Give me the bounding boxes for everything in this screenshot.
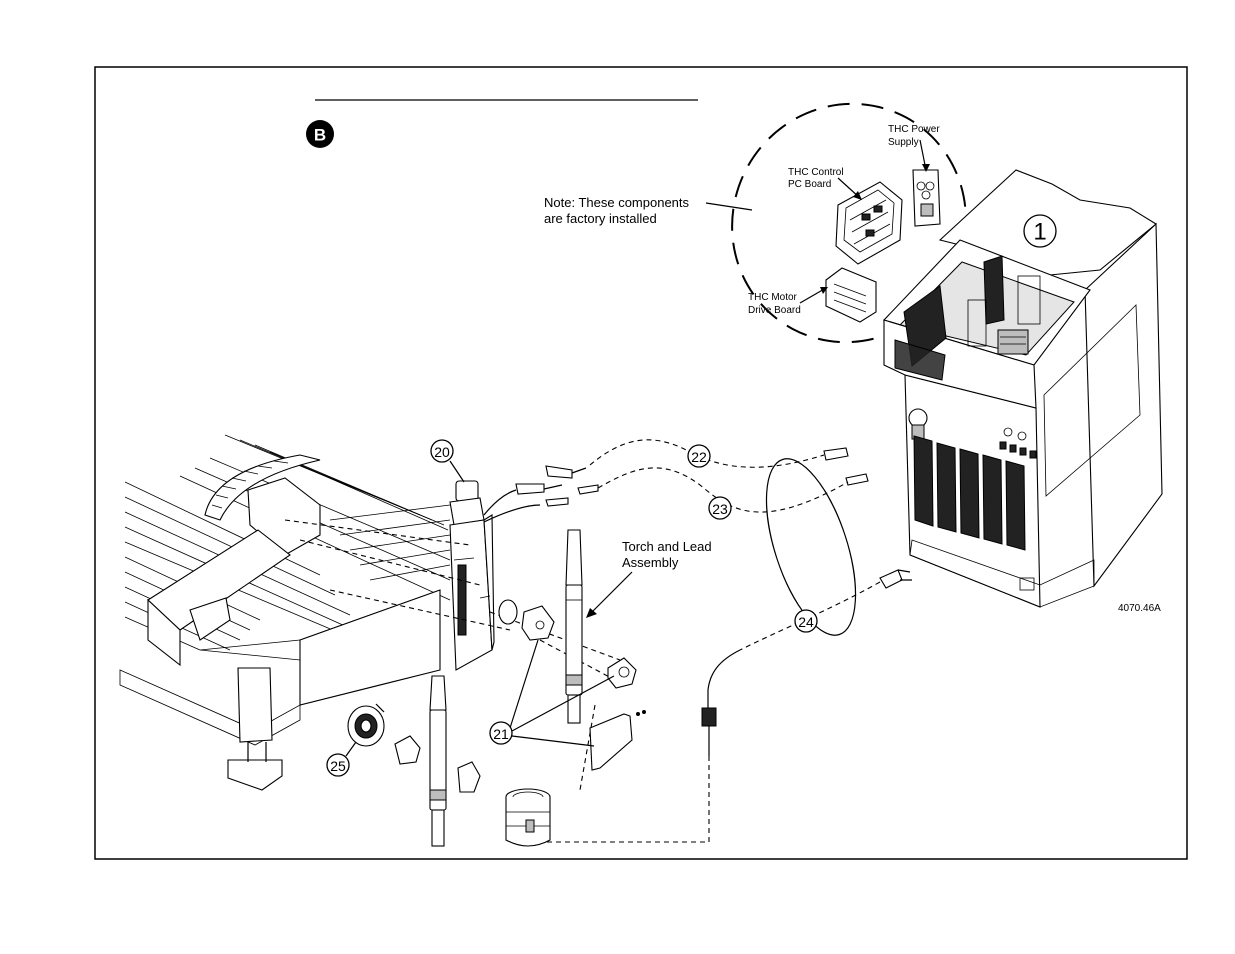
cutting-table xyxy=(119,434,451,791)
callout-24: 24 xyxy=(794,609,818,633)
thc-power-supply xyxy=(912,169,941,227)
label-torch-lead-2: Assembly xyxy=(622,555,679,570)
callout-20-label: 20 xyxy=(434,444,450,460)
lead-24-filter xyxy=(701,707,717,727)
callout-22: 22 xyxy=(687,444,711,468)
callout-21-leaders xyxy=(509,639,615,747)
cable-loop xyxy=(765,458,857,636)
figure-id: 4070.46A xyxy=(1118,603,1161,614)
callout-20: 20 xyxy=(430,439,454,463)
label-thc-motor-2: Drive Board xyxy=(748,305,801,316)
torch-height-lifter xyxy=(449,447,912,671)
circled-letter-icon xyxy=(306,120,334,148)
section-badge: B xyxy=(306,120,334,148)
thc-control-pc-board xyxy=(835,181,903,265)
callout-25: 25 xyxy=(326,753,350,777)
label-thc-control-1: THC Control xyxy=(788,167,844,178)
factory-installed-group: THC Power Supply THC Control PC Board TH… xyxy=(544,102,967,344)
label-thc-control-2: PC Board xyxy=(788,179,831,190)
section-badge-letter: B xyxy=(314,126,326,145)
torch-second xyxy=(429,675,447,847)
label-thc-motor-1: THC Motor xyxy=(748,292,798,303)
diagram-border xyxy=(94,66,1188,860)
callout-24-label: 24 xyxy=(798,614,814,630)
label-torch-lead-1: Torch and Lead xyxy=(622,539,712,554)
cable-23-path xyxy=(597,467,849,513)
callout-25-label: 25 xyxy=(330,758,346,774)
plasma-power-supply xyxy=(882,169,1163,608)
callout-1: 1 xyxy=(1023,214,1057,248)
callout-21: 21 xyxy=(489,721,513,745)
circled-number-icon xyxy=(430,439,454,463)
callout-23-label: 23 xyxy=(712,501,728,517)
hose-reel xyxy=(347,703,385,747)
thc-motor-drive-board xyxy=(825,267,877,323)
note-line-2: are factory installed xyxy=(544,211,657,226)
torch-and-lead-assembly xyxy=(565,529,583,724)
mounting-hardware xyxy=(394,599,646,793)
label-thc-power-supply-1: THC Power xyxy=(888,124,940,135)
lead-24 xyxy=(707,649,741,708)
label-thc-power-supply-2: Supply xyxy=(888,137,919,148)
torch-body-nozzle xyxy=(505,788,551,847)
callout-21-label: 21 xyxy=(493,726,509,742)
callout-22-label: 22 xyxy=(691,449,707,465)
callout-1-label: 1 xyxy=(1033,219,1046,246)
connector-icon xyxy=(515,447,912,589)
alignment-lines xyxy=(284,519,621,791)
note-line-1: Note: These components xyxy=(544,195,690,210)
callout-23: 23 xyxy=(708,496,732,520)
